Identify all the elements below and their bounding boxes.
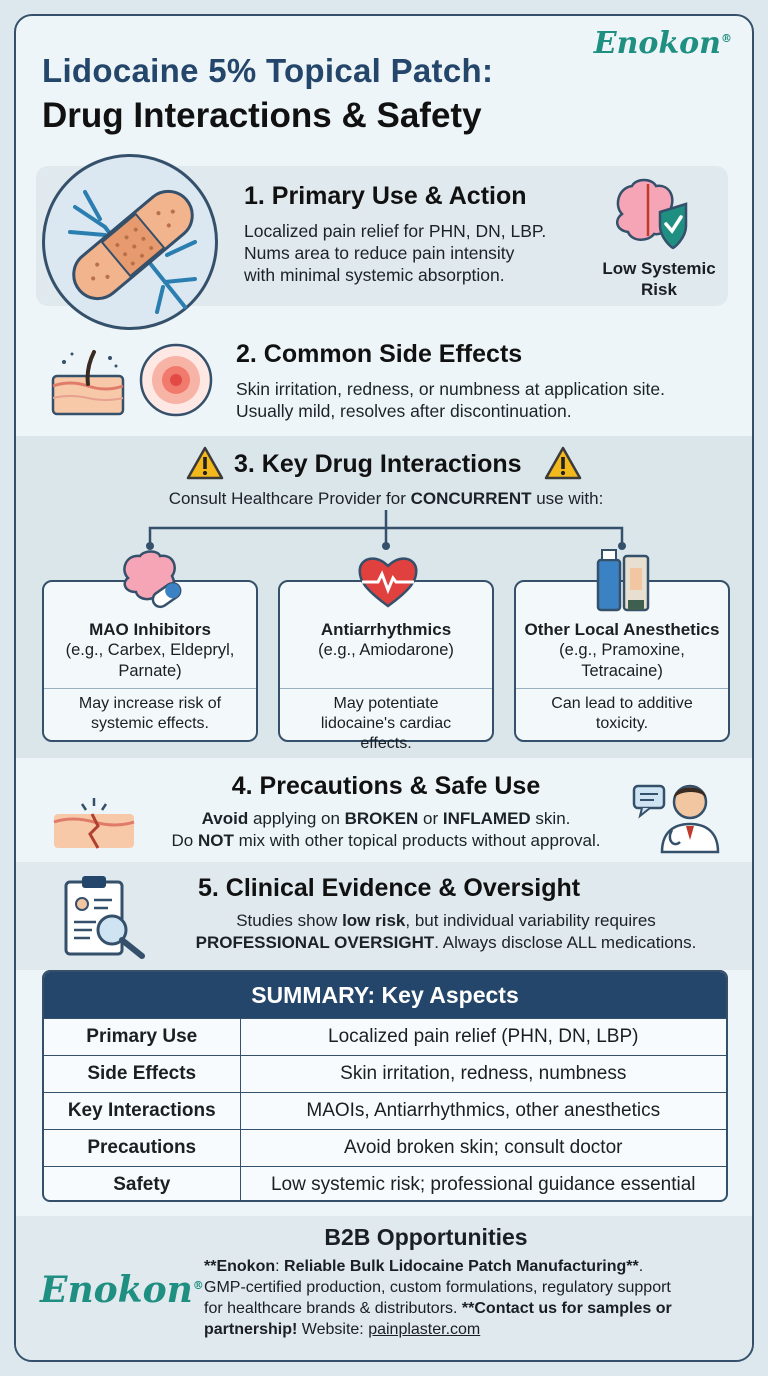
ointment-tubes-icon: [596, 549, 650, 612]
section-1-text: Localized pain relief for PHN, DN, LBP. …: [244, 221, 547, 285]
brand-logo-bottom: Enokon®: [40, 1269, 204, 1311]
brain-shield-icon: [615, 178, 688, 250]
title-line-2: Drug Interactions & Safety: [42, 96, 482, 135]
interaction-card-local-anesthetics: Other Local Anesthetics (e.g., Pramoxine…: [514, 580, 730, 742]
website-link[interactable]: painplaster.com: [368, 1321, 481, 1338]
title-line-1: Lidocaine 5% Topical Patch:: [42, 52, 494, 89]
section-5-heading: 5. Clinical Evidence & Oversight: [198, 874, 581, 902]
heart-pulse-icon: [358, 557, 418, 608]
section-2-text: Skin irritation, redness, or numbness at…: [236, 379, 665, 421]
b2b-footer: [16, 1216, 752, 1360]
section-5-text: Studies show low risk, but individual va…: [195, 911, 697, 952]
section-4-heading: 4. Precautions & Safe Use: [231, 772, 541, 800]
section-3-heading: 3. Key Drug Interactions: [234, 450, 522, 478]
interaction-card-antiarrhythmics: Antiarrhythmics (e.g., Amiodarone) May p…: [278, 580, 494, 752]
clipboard-magnifier-icon: [64, 876, 145, 959]
bandage-nerve-icon: [42, 154, 218, 330]
brain-pill-icon: [123, 550, 182, 609]
section-3-subtitle: Consult Healthcare Provider for CONCURRE…: [168, 489, 604, 508]
interaction-card-mao: MAO Inhibitors (e.g., Carbex, Eldepryl, …: [42, 580, 258, 742]
infographic-frame: Enokon® Lidocaine 5% Topical Patch: Drug…: [14, 14, 754, 1362]
b2b-text: **Enokon: Reliable Bulk Lidocaine Patch …: [204, 1258, 672, 1338]
section-4-text: Avoid applying on BROKEN or INFLAMED ski…: [171, 809, 601, 850]
warning-icon: [186, 446, 224, 480]
section-2-heading: 2. Common Side Effects: [236, 340, 523, 368]
low-systemic-risk-badge: Low Systemic Risk: [602, 259, 716, 299]
section-1-heading: 1. Primary Use & Action: [244, 182, 527, 210]
skin-layer-icon: [51, 350, 125, 416]
redness-target-icon: [139, 343, 213, 417]
b2b-heading: B2B Opportunities: [324, 1224, 528, 1250]
warning-icon: [544, 446, 582, 480]
section-4-band: [16, 758, 752, 862]
interaction-connector-lines: [146, 510, 626, 550]
doctor-icon: [632, 784, 720, 854]
brand-logo-top: Enokon®: [593, 26, 732, 61]
summary-table-heading: SUMMARY: Key Aspects: [44, 972, 726, 1018]
broken-skin-icon: [53, 798, 135, 849]
